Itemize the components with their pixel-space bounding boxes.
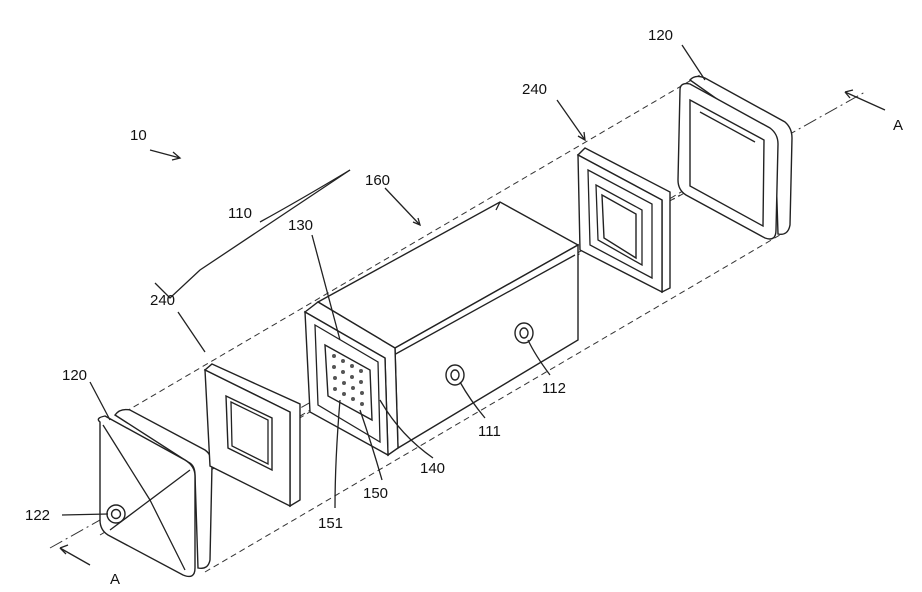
label-140: 140 [420,460,445,477]
label-122: 122 [25,507,50,524]
label-240-right: 240 [522,81,547,98]
cap-right [678,76,792,239]
label-110: 110 [228,205,252,222]
label-112: 112 [542,380,566,397]
label-130: 130 [288,217,313,234]
label-111: 111 [478,423,501,440]
body-160 [305,202,578,455]
label-120-left: 120 [62,367,87,384]
label-150: 150 [363,485,388,502]
label-A-right: A [893,117,903,134]
label-120-right: 120 [648,27,673,44]
label-151: 151 [318,515,343,532]
label-A-left: A [110,571,120,588]
label-10: 10 [130,127,147,144]
label-160: 160 [365,172,390,189]
gasket-right [578,148,670,292]
gasket-left [205,364,300,506]
label-240-left: 240 [150,292,175,309]
cap-left [98,410,212,577]
